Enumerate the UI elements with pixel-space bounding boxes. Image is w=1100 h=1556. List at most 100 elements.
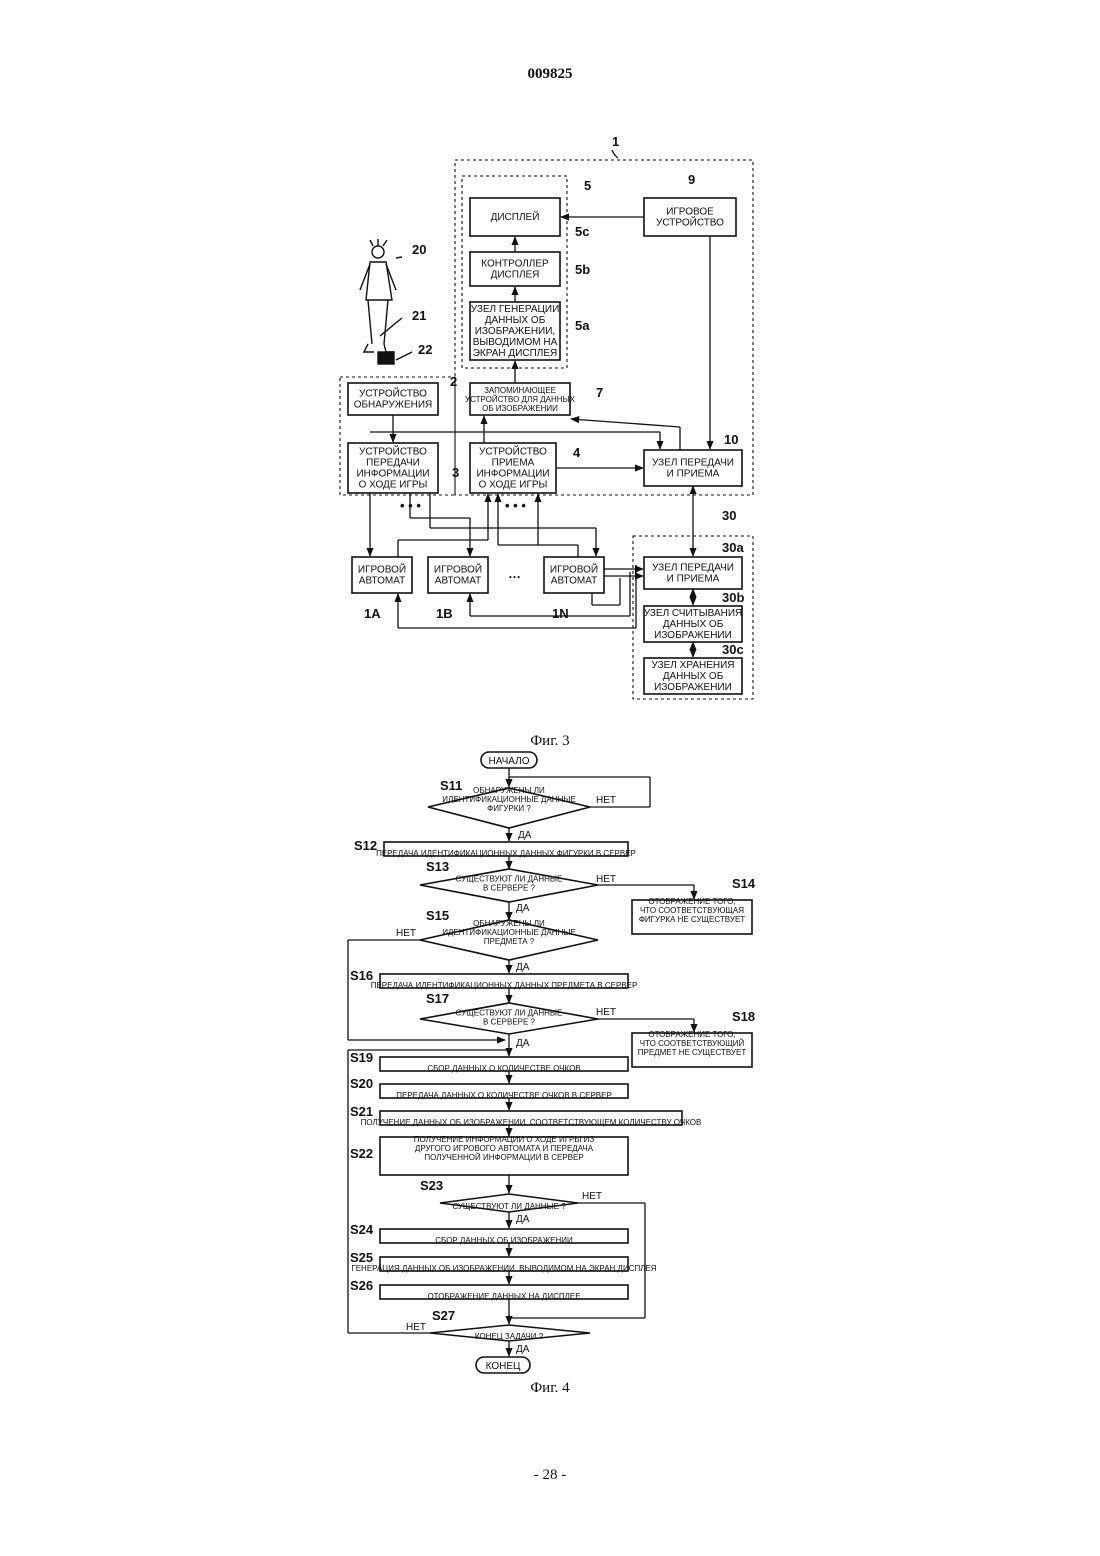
text-line: ДИСПЛЕЙ [491,210,540,223]
svg-text:КОНЕЦ: КОНЕЦ [486,1361,521,1372]
ref-3: 3 [452,465,459,480]
svg-text:КОНЕЦ ЗАДАЧИ ?: КОНЕЦ ЗАДАЧИ ? [475,1332,544,1341]
text-line: О ХОДЕ ИГРЫ [479,480,548,491]
text-line: СБОР ДАННЫХ ОБ ИЗОБРАЖЕНИИ [435,1236,573,1245]
text-line: ИЗОБРАЖЕНИИ, [475,326,555,337]
display-controller-box: КОНТРОЛЛЕРДИСПЛЕЯ [470,252,560,286]
text-line: ДРУГОГО ИГРОВОГО АВТОМАТА И ПЕРЕДАЧА [415,1144,594,1153]
svg-text:S25: S25 [350,1250,373,1265]
transceiver-box: УЗЕЛ ПЕРЕДАЧИИ ПРИЕМА [644,450,742,486]
ref-5a: 5a [575,318,590,333]
text-line: ГЕНЕРАЦИЯ ДАННЫХ ОБ ИЗОБРАЖЕНИИ, ВЫВОДИМ… [351,1264,656,1273]
text-line: СУЩЕСТВУЮТ ЛИ ДАННЫЕ [456,875,563,884]
text-line: УЗЕЛ ГЕНЕРАЦИИ [471,304,560,315]
svg-text:S26: S26 [350,1278,373,1293]
text-line: ДАННЫХ ОБ [485,315,546,326]
text-line: КОНЕЦ ЗАДАЧИ ? [475,1332,544,1341]
figure-4-flowchart: НАЧАЛО ОБНАРУЖЕНЫ ЛИИДЕНТИФИКАЦИОННЫЕ ДА… [348,752,756,1373]
text-line: ИГРОВОЙ [550,563,598,576]
text-line: И ПРИЕМА [667,469,720,480]
s17-no: НЕТ [596,1007,616,1018]
s15-yes: ДА [516,962,530,973]
svg-text:S11: S11 [440,778,462,793]
step-s21-process: ПОЛУЧЕНИЕ ДАННЫХ ОБ ИЗОБРАЖЕНИИ, СООТВЕТ… [350,1104,701,1127]
s23-no: НЕТ [582,1191,602,1202]
text-line: ДАННЫХ ОБ [663,671,724,682]
step-s18-process: ОТОБРАЖЕНИЕ ТОГО,ЧТО СООТВЕТСТВУЮЩИЙПРЕД… [632,1009,755,1067]
svg-text:ГЕНЕРАЦИЯ ДАННЫХ ОБ ИЗОБРАЖЕНИ: ГЕНЕРАЦИЯ ДАННЫХ ОБ ИЗОБРАЖЕНИИ, ВЫВОДИМ… [351,1264,656,1273]
svg-text:S22: S22 [350,1146,373,1161]
ref-5: 5 [584,178,591,193]
text-line: СУЩЕСТВУЮТ ЛИ ДАННЫЕ [456,1009,563,1018]
text-line: ЧТО СООТВЕТСТВУЮЩАЯ [640,906,744,915]
text-line: ПРЕДМЕТА ? [484,937,535,946]
server-transceiver-box: УЗЕЛ ПЕРЕДАЧИИ ПРИЕМА [644,557,742,589]
text-line: УСТРОЙСТВО [656,216,724,229]
ref-30c: 30c [722,642,744,657]
text-line: УСТРОЙСТВО [479,445,547,458]
svg-text:ПЕРЕДАЧА ИДЕНТИФИКАЦИОННЫХ ДАН: ПЕРЕДАЧА ИДЕНТИФИКАЦИОННЫХ ДАННЫХ ФИГУРК… [376,849,636,858]
step-s25-process: ГЕНЕРАЦИЯ ДАННЫХ ОБ ИЗОБРАЖЕНИИ, ВЫВОДИМ… [350,1250,657,1273]
step-s20-process: ПЕРЕДАЧА ДАННЫХ О КОЛИЧЕСТВЕ ОЧКОВ В СЕР… [350,1076,628,1100]
svg-text:S19: S19 [350,1050,373,1065]
step-s27-decision: КОНЕЦ ЗАДАЧИ ? S27 [430,1308,590,1341]
text-line: ИЗОБРАЖЕНИИ [654,630,732,641]
svg-text:S24: S24 [350,1222,374,1237]
text-line: В СЕРВЕРЕ ? [483,884,536,893]
server-reader-box: УЗЕЛ СЧИТЫВАНИЯДАННЫХ ОБИЗОБРАЖЕНИИ [644,606,743,642]
s23-yes: ДА [516,1214,530,1225]
step-s23-decision: СУЩЕСТВУЮТ ЛИ ДАННЫЕ ? S23 [420,1178,578,1212]
svg-text:ОТОБРАЖЕНИЕ ДАННЫХ НА ДИСПЛЕЕ: ОТОБРАЖЕНИЕ ДАННЫХ НА ДИСПЛЕЕ [427,1292,580,1301]
ellipsis-1: • • • [400,498,421,513]
ref-2: 2 [450,374,457,389]
text-line: ФИГУРКИ ? [487,804,531,813]
start-terminal: НАЧАЛО [481,752,537,768]
figure-3-caption: Фиг. 3 [0,733,1100,750]
game-device-box: ИГРОВОЕУСТРОЙСТВО [644,198,736,236]
step-s12-process: ПЕРЕДАЧА ИДЕНТИФИКАЦИОННЫХ ДАННЫХ ФИГУРК… [354,838,636,858]
text-line: И ПРИЕМА [667,574,720,585]
svg-text:СУЩЕСТВУЮТ ЛИ ДАННЫЕ ?: СУЩЕСТВУЮТ ЛИ ДАННЫЕ ? [452,1202,566,1211]
s11-yes: ДА [518,830,532,841]
text-line: УЗЕЛ ПЕРЕДАЧИ [652,458,734,469]
ref-30b: 30b [722,590,744,605]
storage-box: ЗАПОМИНАЮЩЕЕУСТРОЙСТВО ДЛЯ ДАННЫХОБ ИЗОБ… [465,383,576,415]
text-line: ДИСПЛЕЯ [491,270,540,281]
end-terminal: КОНЕЦ [476,1357,530,1373]
svg-text:ИГРОВОЙАВТОМАТ: ИГРОВОЙАВТОМАТ [434,563,482,587]
svg-text:ОТОБРАЖЕНИЕ ТОГО,ЧТО СООТВЕТСТ: ОТОБРАЖЕНИЕ ТОГО,ЧТО СООТВЕТСТВУЮЩАЯФИГУ… [639,897,745,924]
svg-text:S23: S23 [420,1178,443,1193]
s13-yes: ДА [516,903,530,914]
text-line: ДАННЫХ ОБ [663,619,724,630]
text-line: ПЕРЕДАЧА ИДЕНТИФИКАЦИОННЫХ ДАННЫХ ФИГУРК… [376,849,636,858]
text-line: ОТОБРАЖЕНИЕ ДАННЫХ НА ДИСПЛЕЕ [427,1292,580,1301]
ref-7: 7 [596,385,603,400]
svg-text:ПОЛУЧЕНИЕ ДАННЫХ ОБ ИЗОБРАЖЕНИ: ПОЛУЧЕНИЕ ДАННЫХ ОБ ИЗОБРАЖЕНИИ, СООТВЕТ… [361,1118,702,1127]
svg-text:УЗЕЛ ХРАНЕНИЯДАННЫХ ОБИЗОБРАЖЕ: УЗЕЛ ХРАНЕНИЯДАННЫХ ОБИЗОБРАЖЕНИИ [651,660,734,693]
text-line: ПЕРЕДАЧИ [366,458,420,469]
text-line: АВТОМАТ [435,576,481,587]
game-machine-1b-box: ИГРОВОЙАВТОМАТ [428,557,488,593]
step-s26-process: ОТОБРАЖЕНИЕ ДАННЫХ НА ДИСПЛЕЕ S26 [350,1278,628,1301]
ref-30a: 30a [722,540,744,555]
ref-4: 4 [573,445,581,460]
text-line: ИДЕНТИФИКАЦИОННЫЕ ДАННЫЕ [442,928,576,937]
svg-text:ИГРОВОЙАВТОМАТ: ИГРОВОЙАВТОМАТ [550,563,598,587]
text-line: СУЩЕСТВУЮТ ЛИ ДАННЫЕ ? [452,1202,566,1211]
text-line: ПОЛУЧЕНИЕ ДАННЫХ ОБ ИЗОБРАЖЕНИИ, СООТВЕТ… [361,1118,702,1127]
text-line: ФИГУРКА НЕ СУЩЕСТВУЕТ [639,915,745,924]
text-line: ОБНАРУЖЕНЫ ЛИ [473,919,545,928]
step-s24-process: СБОР ДАННЫХ ОБ ИЗОБРАЖЕНИИ S24 [350,1222,628,1245]
ref-1b: 1B [436,606,453,621]
ellipsis-2: • • • [505,498,526,513]
svg-text:S20: S20 [350,1076,373,1091]
step-s16-process: ПЕРЕДАЧА ИДЕНТИФИКАЦИОННЫХ ДАННЫХ ПРЕДМЕ… [350,968,637,990]
s15-no: НЕТ [396,928,416,939]
text-line: КОНТРОЛЛЕР [481,259,549,270]
svg-text:СБОР ДАННЫХ О КОЛИЧЕСТВЕ ОЧКОВ: СБОР ДАННЫХ О КОЛИЧЕСТВЕ ОЧКОВ [427,1064,580,1073]
ref-30: 30 [722,508,736,523]
text-line: ИЗОБРАЖЕНИИ [654,682,732,693]
svg-text:КОНТРОЛЛЕРДИСПЛЕЯ: КОНТРОЛЛЕРДИСПЛЕЯ [481,259,549,281]
transmit-progress-box: УСТРОЙСТВОПЕРЕДАЧИИНФОРМАЦИИО ХОДЕ ИГРЫ [348,443,438,493]
